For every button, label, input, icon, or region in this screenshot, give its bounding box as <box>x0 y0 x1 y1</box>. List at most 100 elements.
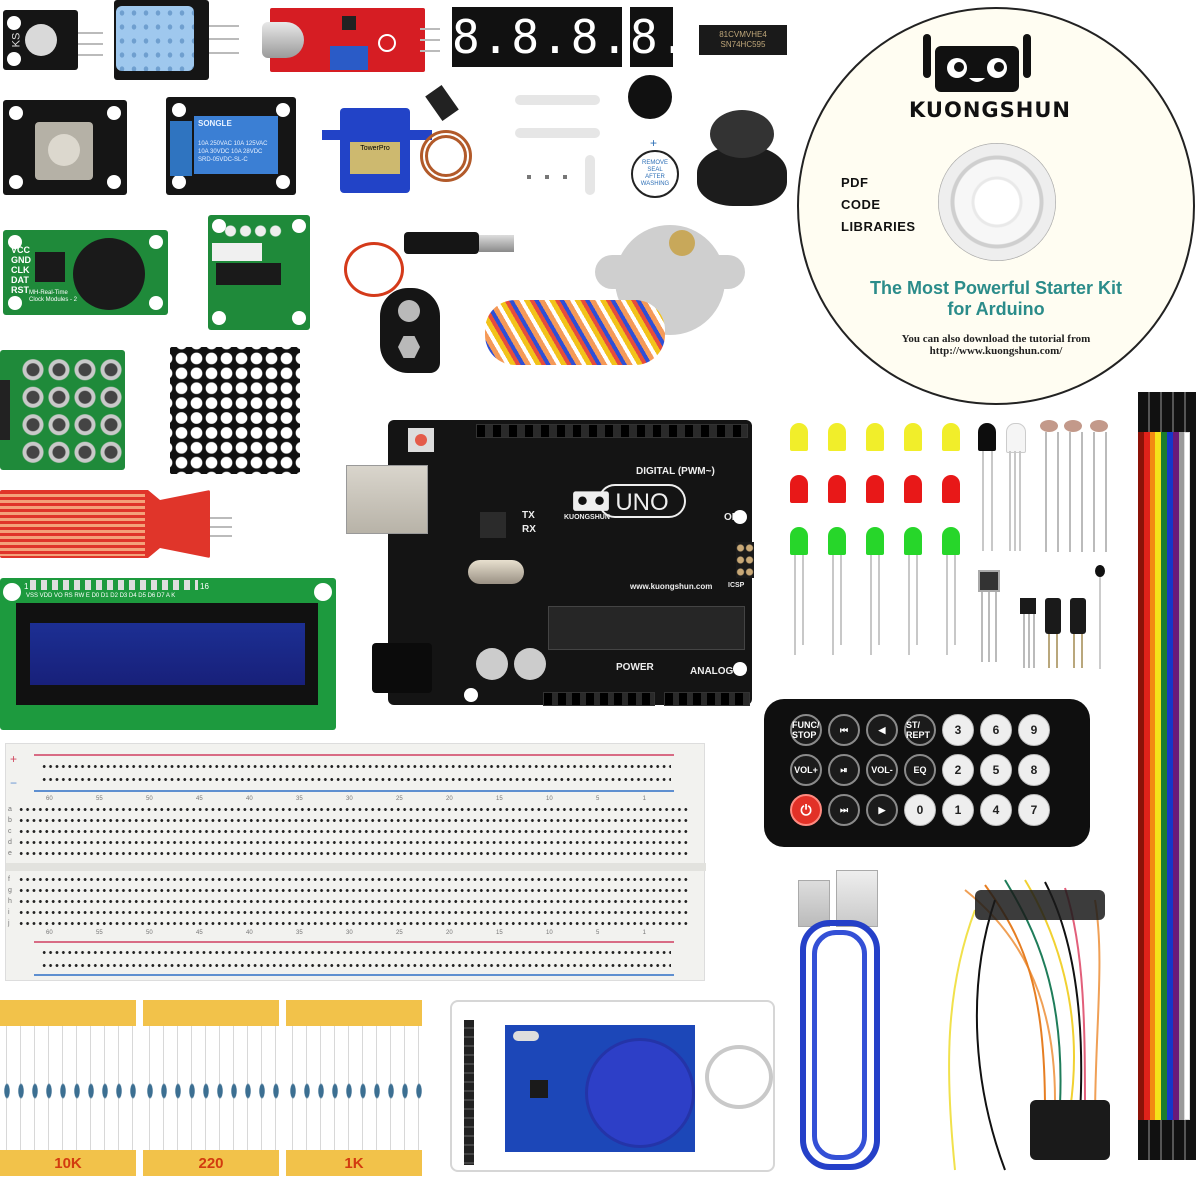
relay-module: SONGLE 10A 250VAC 10A 125VAC 10A 30VDC 1… <box>166 97 296 195</box>
usb-b-port[interactable] <box>346 465 428 534</box>
column-number: 60 <box>46 796 53 802</box>
remote-button[interactable]: ST/ REPT <box>904 714 936 746</box>
arduino-uno-board: DIGITAL (PWM~) UNO KUONGSHUN ON TX RX ww… <box>388 420 754 706</box>
servo-horn-single <box>585 155 595 195</box>
rail-line-red <box>34 754 674 756</box>
remote-button[interactable]: 9 <box>1018 714 1050 746</box>
ribbon-wire <box>1178 432 1185 1120</box>
icsp-header <box>736 542 754 578</box>
stepper-driver-uln2003 <box>208 215 310 330</box>
seven-segment-readout: 8. <box>630 10 690 64</box>
power-rail-holes <box>41 760 671 786</box>
servo-connector <box>425 84 459 122</box>
indicator-on: ON <box>724 512 739 523</box>
resistor-tape-top <box>0 1000 136 1026</box>
remote-button[interactable]: 1 <box>942 794 974 826</box>
ribbon-wire <box>1155 432 1162 1120</box>
remote-button[interactable]: 3 <box>942 714 974 746</box>
ic-chip <box>342 16 356 30</box>
remote-button[interactable]: VOL- <box>866 754 898 786</box>
led-leg <box>878 555 880 645</box>
remote-button[interactable]: ⏭ <box>828 794 860 826</box>
remote-button[interactable]: 0 <box>904 794 936 826</box>
4x4-keypad-module <box>0 350 125 470</box>
led-leg <box>802 555 804 645</box>
row-letter: f <box>8 876 10 883</box>
lcd-pin-labels: VSS VDD VO RS RW E D0 D1 D2 D3 D4 D5 D6 … <box>26 593 176 599</box>
servo-horn <box>515 128 600 138</box>
stepper-motor-wires <box>485 300 665 365</box>
column-number: 30 <box>346 796 353 802</box>
resistor-value-label: 1K <box>286 1150 422 1176</box>
led-leg <box>832 555 834 655</box>
tilt-switch <box>1045 598 1061 668</box>
rgb-led <box>1006 423 1026 453</box>
yellow-led <box>942 423 960 451</box>
column-number: 20 <box>446 796 453 802</box>
column-number: 35 <box>296 930 303 936</box>
column-number: 5 <box>596 930 600 936</box>
joystick-cap <box>697 108 787 206</box>
led-leg <box>954 555 956 645</box>
remote-button[interactable]: EQ <box>904 754 936 786</box>
row-letter: c <box>8 828 12 835</box>
resistor-bodies <box>0 1082 140 1100</box>
remote-button[interactable]: 6 <box>980 714 1012 746</box>
rail-line-blue <box>34 974 674 976</box>
buzzer <box>628 75 672 119</box>
usb-a-plug <box>836 870 878 927</box>
rotary-encoder-module <box>3 100 127 195</box>
terminal-holes-bottom <box>18 874 688 930</box>
remote-button[interactable]: 4 <box>980 794 1012 826</box>
remote-button[interactable]: FUNC/ STOP <box>790 714 822 746</box>
led-leg <box>840 555 842 645</box>
resistor-bodies <box>286 1082 426 1100</box>
power-header <box>543 692 655 706</box>
sensor-dome <box>25 24 57 56</box>
remote-button[interactable]: ⏮ <box>828 714 860 746</box>
remote-button[interactable]: ▶ <box>866 794 898 826</box>
led-leg <box>908 555 910 655</box>
keypad-header <box>0 380 10 440</box>
red-led <box>942 475 960 503</box>
row-letter: a <box>8 806 12 813</box>
usb-cable <box>798 870 888 1175</box>
remote-button[interactable]: ⏻ <box>790 794 822 826</box>
8x8-led-matrix <box>170 347 300 474</box>
column-number: 5 <box>596 796 600 802</box>
remote-button[interactable]: 5 <box>980 754 1012 786</box>
remote-button[interactable]: ◀ <box>866 714 898 746</box>
rail-plus-label: + <box>10 752 18 766</box>
dc-power-jack[interactable] <box>372 643 432 693</box>
remote-button[interactable]: 7 <box>1018 794 1050 826</box>
remote-button[interactable]: VOL+ <box>790 754 822 786</box>
capacitor <box>476 648 508 680</box>
row-letter: j <box>8 920 10 927</box>
rfid-keyfob-tag <box>585 1038 695 1148</box>
remote-button[interactable]: 2 <box>942 754 974 786</box>
reset-button[interactable] <box>408 428 434 452</box>
motor-connector <box>212 243 262 261</box>
remote-button[interactable]: 8 <box>1018 754 1050 786</box>
led-leg <box>916 555 918 645</box>
ribbon-wire <box>1143 432 1150 1120</box>
capacitor <box>514 648 546 680</box>
rail-minus-label: − <box>10 776 18 790</box>
column-number: 15 <box>496 930 503 936</box>
jumper-ribbon-cable <box>1138 380 1198 1180</box>
digital-label: DIGITAL (PWM~) <box>636 466 715 477</box>
keypad-buttons <box>20 356 124 466</box>
shift-register-74hc595: 81CVMVHE4 SN74HC595 <box>699 25 787 55</box>
green-led <box>942 527 960 555</box>
remote-button[interactable]: ⏯ <box>828 754 860 786</box>
encoder-shaft <box>48 134 80 166</box>
column-number: 20 <box>446 930 453 936</box>
cd-brand: KUONGSHUN <box>909 98 1071 122</box>
servo-screws <box>527 175 577 179</box>
potentiometer <box>330 46 368 70</box>
